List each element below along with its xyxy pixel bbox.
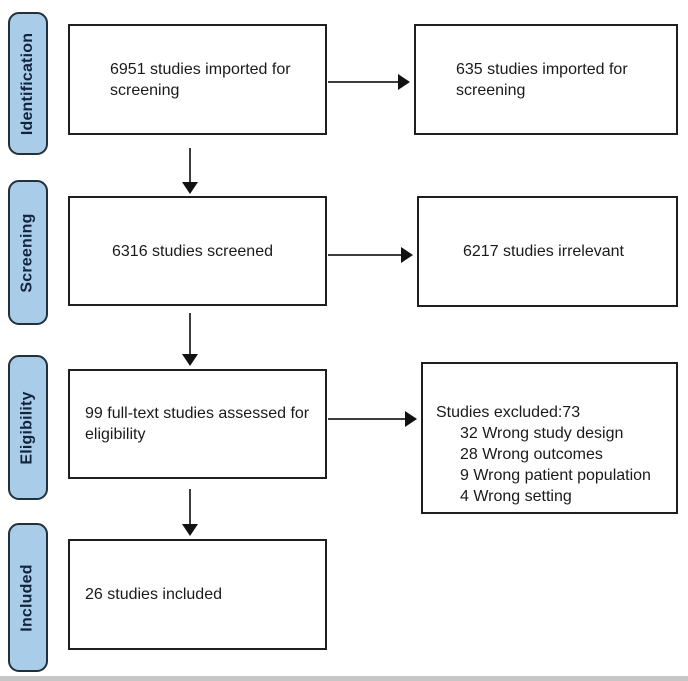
arrow-line [189, 148, 191, 184]
arrowhead-right-icon [398, 74, 410, 90]
right-arrow-irrelevant [328, 247, 413, 263]
stage-label-screening: Screening [8, 180, 48, 325]
exclusion-item: 4 Wrong setting [460, 488, 572, 505]
arrowhead-right-icon [401, 247, 413, 263]
arrow-line [328, 254, 403, 256]
stage-label-text: Identification [19, 32, 37, 135]
side-box-excluded: Studies excluded:73 32 Wrong study desig… [421, 362, 678, 514]
exclusion-item: 32 Wrong study design [460, 425, 624, 442]
stage-label-text: Screening [19, 212, 37, 293]
right-arrow-imported [328, 74, 410, 90]
arrowhead-down-icon [182, 182, 198, 194]
stage-label-text: Included [19, 563, 37, 632]
side-box-imported: 635 studies imported for screening [414, 24, 678, 135]
stage-label-identification: Identification [8, 12, 48, 155]
exclusion-list: Studies excluded:73 32 Wrong study desig… [436, 364, 651, 507]
stage-label-text: Eligibility [19, 390, 37, 465]
box-studies-imported: 6951 studies imported for screening [68, 24, 327, 135]
bottom-edge-artifact [0, 676, 688, 681]
box-studies-included: 26 studies included [68, 539, 327, 650]
box-studies-screened: 6316 studies screened [68, 196, 327, 306]
arrow-line [328, 418, 407, 420]
stage-label-included: Included [8, 523, 48, 672]
down-arrow-eligibility-to-included [182, 489, 198, 536]
arrow-line [189, 489, 191, 526]
box-fulltext-assessed: 99 full-text studies assessed for eligib… [68, 369, 327, 479]
arrowhead-down-icon [182, 524, 198, 536]
right-arrow-excluded [328, 411, 417, 427]
exclusion-item: 9 Wrong patient population [460, 467, 651, 484]
arrowhead-down-icon [182, 354, 198, 366]
stage-label-eligibility: Eligibility [8, 355, 48, 500]
arrowhead-right-icon [405, 411, 417, 427]
side-box-irrelevant: 6217 studies irrelevant [417, 196, 678, 307]
down-arrow-screening-to-eligibility [182, 313, 198, 366]
arrow-line [189, 313, 191, 356]
exclusion-title: Studies excluded:73 [436, 404, 581, 421]
down-arrow-identification-to-screening [182, 148, 198, 194]
exclusion-item: 28 Wrong outcomes [460, 446, 603, 463]
arrow-line [328, 81, 400, 83]
